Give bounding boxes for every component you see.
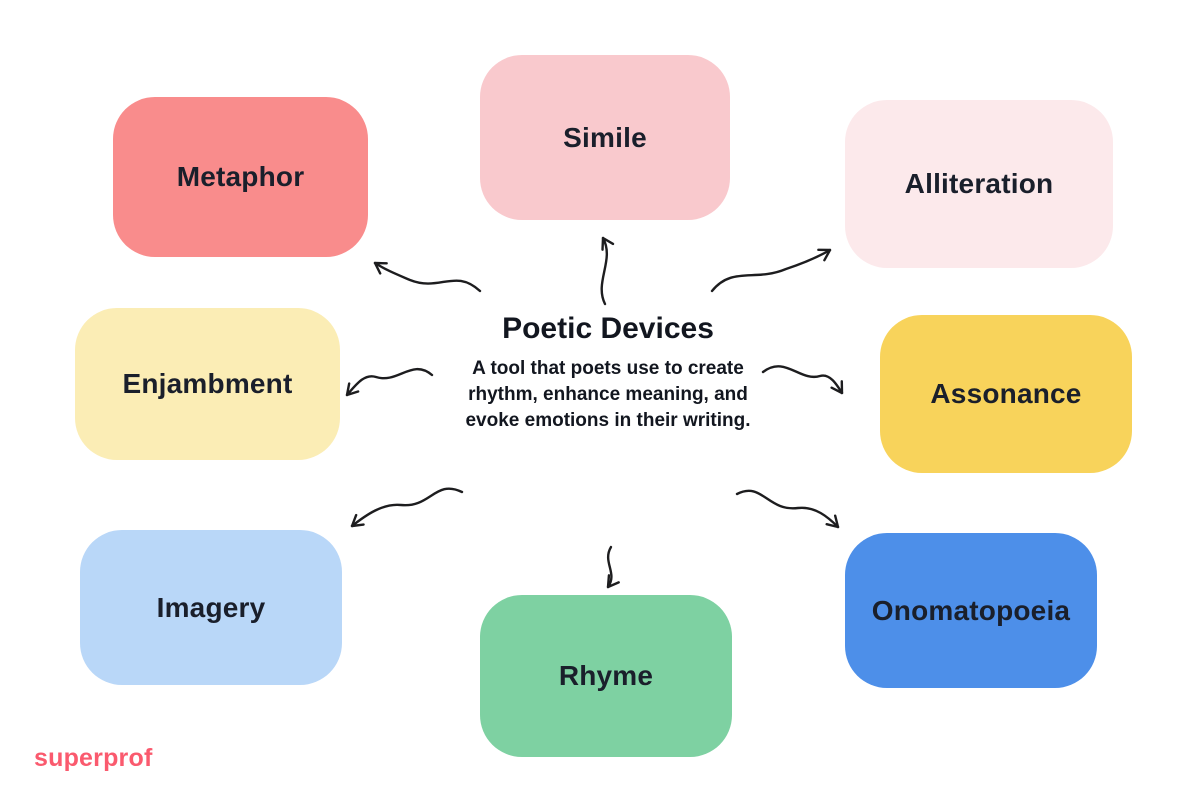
superprof-logo: superprof xyxy=(34,744,153,772)
arrow-to-enjambment xyxy=(345,368,434,397)
arrow-to-simile xyxy=(600,236,615,306)
node-rhyme: Rhyme xyxy=(480,595,732,757)
diagram-description: A tool that poets use to create rhythm, … xyxy=(465,358,751,431)
arrow-to-imagery xyxy=(350,487,464,528)
arrow-to-metaphor xyxy=(373,261,482,293)
node-enjambment: Enjambment xyxy=(75,308,340,460)
node-metaphor-label: Metaphor xyxy=(176,161,305,192)
node-assonance-label: Assonance xyxy=(930,378,1082,409)
node-imagery-label: Imagery xyxy=(156,591,266,623)
node-alliteration: Alliteration xyxy=(845,100,1113,268)
arrow-to-rhyme xyxy=(606,545,620,589)
arrow-to-onomatopoeia xyxy=(735,489,840,529)
node-simile-label: Simile xyxy=(563,121,647,153)
diagram-title: Poetic Devices xyxy=(502,312,714,345)
node-onomatopoeia: Onomatopoeia xyxy=(845,533,1097,688)
node-metaphor: Metaphor xyxy=(113,97,368,257)
arrow-to-alliteration xyxy=(710,248,832,293)
node-imagery: Imagery xyxy=(80,530,342,685)
center-block: Poetic Devices A tool that poets use to … xyxy=(430,312,786,434)
node-simile: Simile xyxy=(480,55,730,220)
node-alliteration-label: Alliteration xyxy=(904,168,1054,199)
node-rhyme-label: Rhyme xyxy=(558,660,654,691)
node-onomatopoeia-label: Onomatopoeia xyxy=(871,594,1071,626)
node-assonance: Assonance xyxy=(880,315,1132,473)
node-enjambment-label: Enjambment xyxy=(122,368,293,399)
